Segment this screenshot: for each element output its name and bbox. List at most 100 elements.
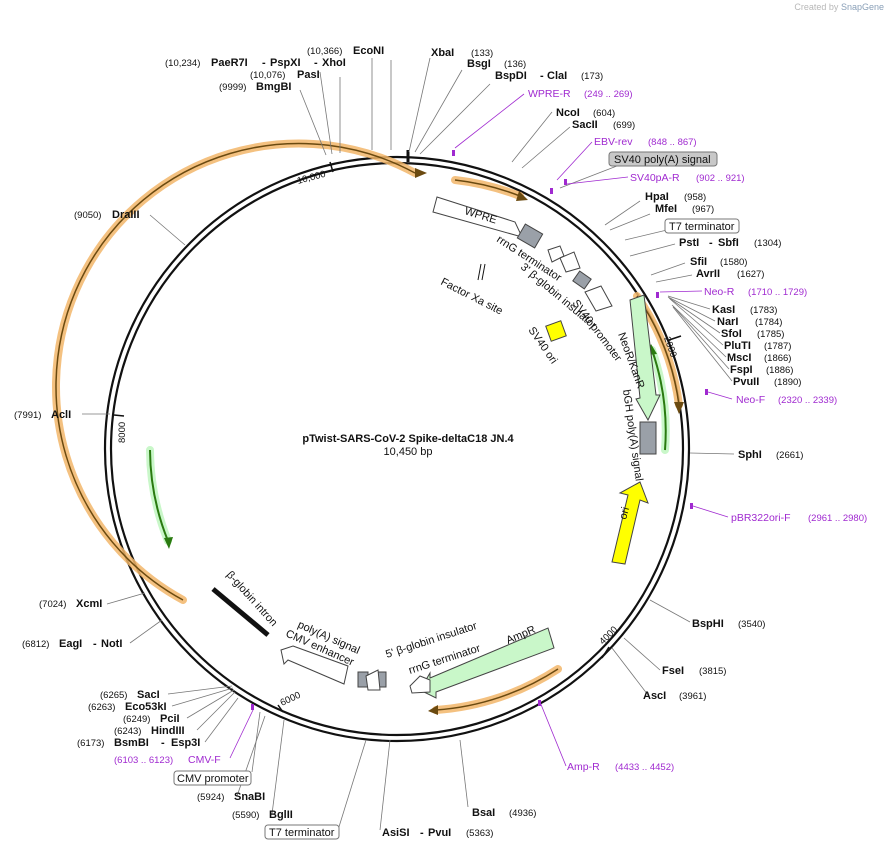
neo-kanr-arrow	[629, 294, 661, 422]
svg-text:(1866): (1866)	[764, 353, 791, 364]
enzyme-sfii: SfiI	[690, 256, 707, 268]
rrng-terminator-box	[516, 223, 544, 249]
svg-text:(1784): (1784)	[755, 317, 782, 328]
svg-text:(2661): (2661)	[776, 450, 803, 461]
enzyme-saci: SacI	[137, 689, 160, 701]
enzyme-hpai: HpaI	[645, 191, 669, 203]
svg-text:(173): (173)	[581, 71, 603, 82]
primer-ticks	[251, 150, 708, 710]
feature-shapes	[211, 196, 661, 699]
enzyme-asci: AscI	[643, 690, 666, 702]
orf-arcs	[52, 139, 684, 715]
enzyme-sphi: SphI	[738, 449, 762, 461]
enzyme-draiii: DraIII	[112, 209, 140, 221]
enzyme-pspxi: PspXI	[270, 57, 301, 69]
svg-text:(1304): (1304)	[754, 238, 781, 249]
svg-text:-: -	[420, 827, 424, 839]
svg-text:(6103 .. 6123): (6103 .. 6123)	[114, 755, 173, 766]
plasmid-name: pTwist-SARS-CoV-2 Spike-deltaC18 JN.4	[302, 433, 514, 445]
svg-text:(1785): (1785)	[757, 329, 784, 340]
enzyme-kasi: KasI	[712, 304, 735, 316]
primer-pbr322ori-f: pBR322ori-F	[731, 512, 791, 524]
svg-text:(2961 .. 2980): (2961 .. 2980)	[808, 513, 867, 524]
enzyme-bglii: BglII	[269, 809, 293, 821]
svg-text:(902 .. 921): (902 .. 921)	[696, 173, 745, 184]
enzyme-bmgbi: BmgBI	[256, 81, 291, 93]
plasmid-length: 10,450 bp	[384, 446, 433, 458]
primer-lines	[229, 93, 733, 767]
svg-text:(10,366): (10,366)	[307, 46, 342, 57]
svg-text:(5590): (5590)	[232, 810, 259, 821]
enzyme-psti: PstI	[679, 237, 699, 249]
enzyme-bsphi: BspHI	[692, 618, 724, 630]
sv40-ori-box	[545, 320, 567, 342]
primer-wpre-r: WPRE-R	[528, 88, 571, 100]
cmv-promoter-label: CMV promoter	[177, 773, 249, 785]
enzyme-xhoi: XhoI	[322, 57, 346, 69]
primer-amp-r: Amp-R	[567, 761, 600, 773]
enzyme-noti: NotI	[101, 638, 122, 650]
svg-text:-: -	[262, 57, 266, 69]
enzyme-sbfi: SbfI	[718, 237, 739, 249]
snapgene-logo: SnapGene	[840, 2, 884, 12]
svg-text:(133): (133)	[471, 48, 493, 59]
primer-neo-f: Neo-F	[736, 394, 765, 406]
enzyme-sfoi: SfoI	[721, 328, 742, 340]
enzyme-hindiii: HindIII	[151, 725, 185, 737]
enzyme-labels-left: (10,366) EcoNI (10,234) PaeR7I - PspXI -…	[14, 45, 384, 821]
svg-text:(5924): (5924)	[197, 792, 224, 803]
svg-text:-: -	[314, 57, 318, 69]
enzyme-pluti: PluTI	[724, 340, 751, 352]
small-arrow-2	[559, 251, 581, 273]
tick-6000: 6000	[279, 690, 303, 709]
svg-text:(3961): (3961)	[679, 691, 706, 702]
enzyme-nari: NarI	[717, 316, 738, 328]
enzyme-msci: MscI	[727, 352, 751, 364]
enzyme-bsai: BsaI	[472, 807, 495, 819]
tick-4000: 4000	[597, 624, 620, 647]
enzyme-fspi: FspI	[730, 364, 753, 376]
sv40-promoter-arrow	[584, 285, 613, 312]
primer-cmv-f: CMV-F	[188, 754, 221, 766]
sv40-polya-label: SV40 poly(A) signal	[614, 154, 711, 166]
svg-text:(604): (604)	[593, 108, 615, 119]
svg-text:(958): (958)	[684, 192, 706, 203]
backbone-outer	[103, 155, 691, 743]
enzyme-paer7i: PaeR7I	[211, 57, 248, 69]
enzyme-mfei: MfeI	[655, 203, 677, 215]
svg-text:ori: ori	[617, 506, 632, 521]
enzyme-bsgi: BsgI	[467, 58, 491, 70]
ori-arrow	[611, 481, 649, 565]
svg-text:(4936): (4936)	[509, 808, 536, 819]
enzyme-sacii: SacII	[572, 119, 598, 131]
svg-text:(249 .. 269): (249 .. 269)	[584, 89, 633, 100]
enzyme-pvuii: PvuII	[733, 376, 759, 388]
svg-text:(7024): (7024)	[39, 599, 66, 610]
enzyme-esp3i: Esp3I	[171, 737, 200, 749]
svg-text:(2320 .. 2339): (2320 .. 2339)	[778, 395, 837, 406]
svg-text:(3815): (3815)	[699, 666, 726, 677]
svg-text:(7991): (7991)	[14, 410, 41, 421]
ampr-arrow	[419, 627, 555, 699]
svg-text:-: -	[161, 737, 165, 749]
tick-8000: 8000	[117, 422, 128, 443]
rrng-terminator-2-arrow	[409, 675, 431, 694]
snapgene-credit: Created by SnapGene	[794, 2, 884, 12]
enzyme-pasi: PasI	[297, 69, 320, 81]
enzyme-pvui: PvuI	[428, 827, 451, 839]
svg-text:(3540): (3540)	[738, 619, 765, 630]
svg-text:Factor Xa site: Factor Xa site	[439, 276, 505, 317]
svg-text:-: -	[709, 237, 713, 249]
svg-text:(6265): (6265)	[100, 690, 127, 701]
enzyme-acli: AclI	[51, 409, 71, 421]
svg-text:(1787): (1787)	[764, 341, 791, 352]
svg-text:(5363): (5363)	[466, 828, 493, 839]
svg-text:(699): (699)	[613, 120, 635, 131]
svg-text:(9999): (9999)	[219, 82, 246, 93]
enzyme-econi: EcoNI	[353, 45, 384, 57]
svg-text:(6263): (6263)	[88, 702, 115, 713]
enzyme-xbai: XbaI	[431, 47, 454, 59]
boxed-labels: SV40 poly(A) signal T7 terminator CMV pr…	[173, 151, 740, 840]
enzyme-ncoi: NcoI	[556, 107, 580, 119]
